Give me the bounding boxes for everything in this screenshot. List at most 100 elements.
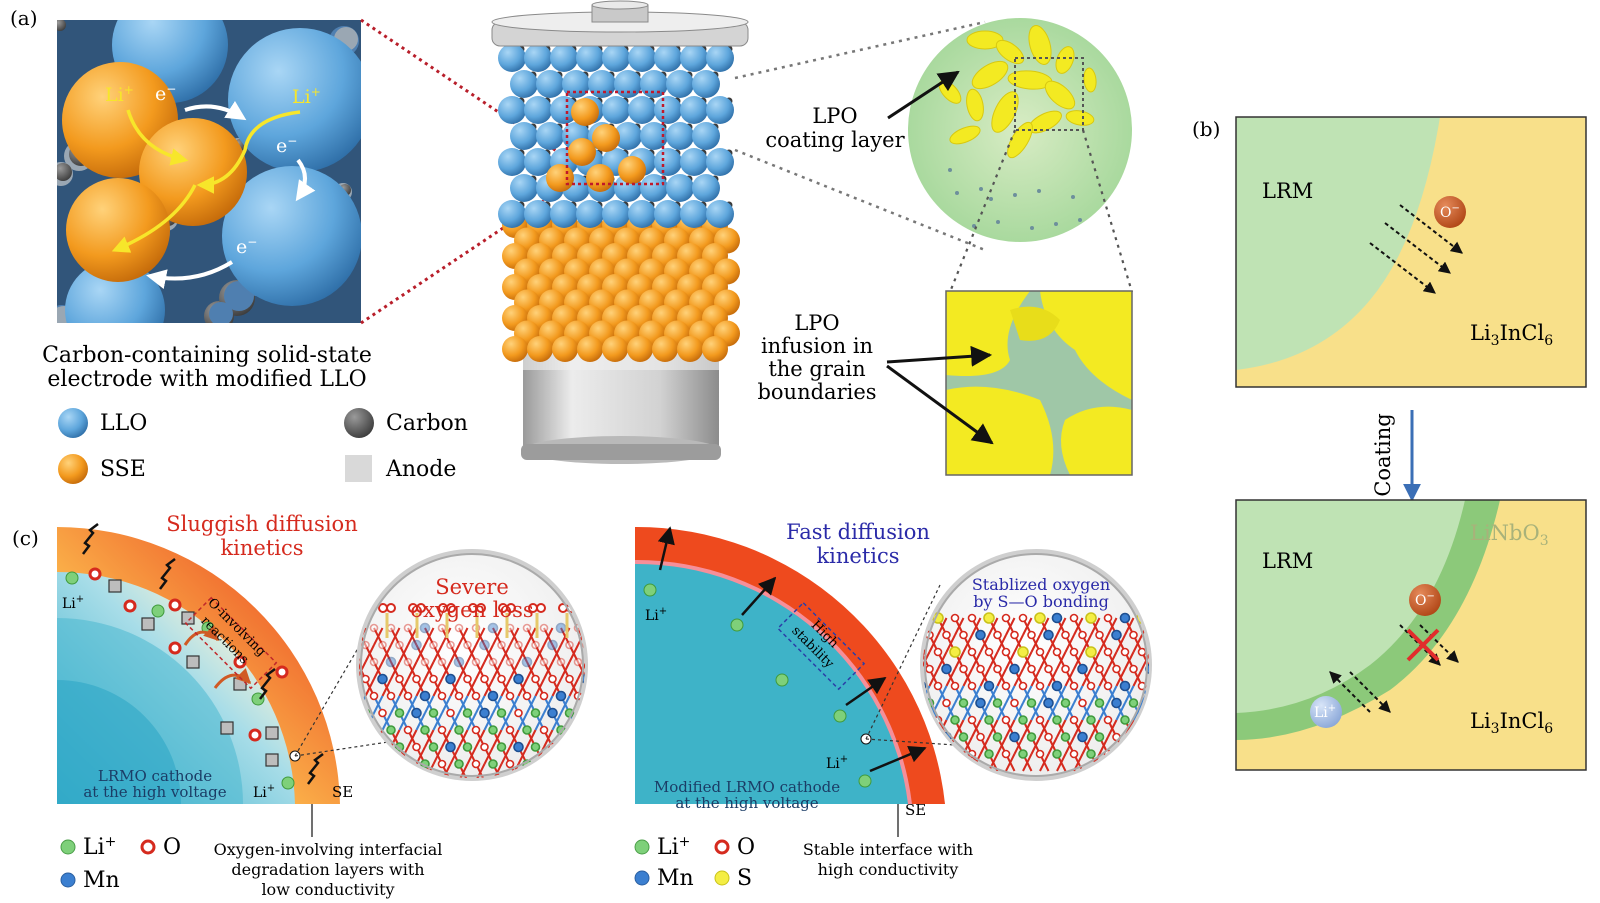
lattice-bond xyxy=(517,678,528,697)
llo-particle xyxy=(614,70,642,98)
lattice-bond xyxy=(1124,753,1135,772)
lattice-atom xyxy=(573,759,583,769)
li-ion-path xyxy=(111,184,197,253)
lattice-atom xyxy=(480,674,489,684)
legend-li-icon xyxy=(60,839,76,855)
lpo-coating-label-line2: coating layer xyxy=(765,128,905,152)
llo-particle xyxy=(666,122,694,150)
legend-o-label: O xyxy=(737,835,755,860)
lattice-atom xyxy=(428,708,439,718)
svg-text:O−: O− xyxy=(1440,203,1460,221)
lattice-atom xyxy=(437,657,447,667)
lattice-bond xyxy=(979,634,990,653)
lattice-bond xyxy=(1073,617,1084,636)
sse-particle xyxy=(618,156,646,184)
lattice-bond xyxy=(962,634,973,653)
lattice-bond xyxy=(492,729,503,748)
lattice-bond xyxy=(996,634,1007,653)
lattice-bond xyxy=(449,746,460,765)
lattice-bond xyxy=(1013,668,1024,687)
li-sup: + xyxy=(659,606,667,617)
llo-particle xyxy=(550,96,578,124)
lattice-atom xyxy=(950,613,960,623)
oxygen-ion-sup: − xyxy=(1426,591,1434,602)
sse-particle xyxy=(677,336,703,362)
sse-particle xyxy=(571,98,599,126)
lattice-atom xyxy=(471,759,481,769)
li-transport-arrow xyxy=(1329,671,1371,713)
lattice-atom xyxy=(976,732,985,742)
grain-dot xyxy=(1030,226,1034,230)
o-atom xyxy=(88,567,102,581)
llo-particle xyxy=(524,44,552,72)
lattice-atom xyxy=(950,715,960,725)
lattice-bond xyxy=(1115,634,1126,653)
lattice-atom xyxy=(993,630,1002,640)
llo-particle xyxy=(654,96,682,124)
lattice-atom xyxy=(1129,630,1138,640)
lattice-atom xyxy=(522,691,532,701)
lattice-atom xyxy=(463,640,472,650)
vacancy-square xyxy=(141,617,155,631)
svg-text:Li3InCl6: Li3InCl6 xyxy=(1470,321,1553,349)
lattice-atom xyxy=(488,657,498,667)
lpo-infusion-label-line2: infusion in xyxy=(761,334,873,358)
lpo-infusion-label-line3: the grain xyxy=(768,357,865,381)
lattice-bond xyxy=(1047,634,1058,653)
lattice-bond xyxy=(359,729,367,748)
zoom-e-sup: − xyxy=(247,235,257,249)
svg-text:LiNbO3: LiNbO3 xyxy=(1470,521,1549,549)
reaction-arrow xyxy=(183,625,220,646)
legend-llo-label: LLO xyxy=(100,411,147,436)
lattice-atom xyxy=(958,698,969,708)
lattice-bond xyxy=(1107,753,1118,772)
lattice-atom xyxy=(386,725,396,735)
lattice-atom xyxy=(403,623,413,633)
llo-particle xyxy=(654,148,682,176)
o-atom xyxy=(275,665,289,679)
lattice-bond xyxy=(577,763,585,778)
lattice-atom xyxy=(1052,647,1062,657)
sluggish-title-line1: Sluggish diffusion xyxy=(166,512,357,536)
coating-arrow-label: Coating xyxy=(1371,413,1395,496)
lattice-bond xyxy=(979,668,990,687)
lattice-bond xyxy=(979,736,990,755)
lattice-atom xyxy=(1035,681,1045,691)
lattice-atom xyxy=(1051,612,1063,624)
released-oxygen xyxy=(506,603,516,613)
svg-text:e−: e− xyxy=(155,82,176,105)
lattice-bond xyxy=(988,651,999,670)
lattice-bond xyxy=(1090,685,1101,704)
lattice-bond xyxy=(551,746,562,765)
cathode-label-line2: at the high voltage xyxy=(675,794,818,812)
lattice-bond xyxy=(971,651,982,670)
llo-particle xyxy=(550,44,578,72)
lattice-bond xyxy=(1039,753,1050,772)
lattice-atom xyxy=(1051,680,1063,692)
lattice-bond xyxy=(1073,719,1084,738)
llo-particle xyxy=(640,174,668,202)
lattice-atom xyxy=(539,759,549,769)
grain-dot xyxy=(1013,193,1017,197)
llo-particle xyxy=(666,70,694,98)
lattice-bond xyxy=(560,763,571,778)
lattice-atom xyxy=(1034,612,1046,624)
lattice-atom xyxy=(412,742,421,752)
background-particle xyxy=(57,163,72,181)
llo-particle xyxy=(680,200,708,228)
lattice-bond xyxy=(551,746,562,765)
lattice-bond xyxy=(432,712,443,731)
lattice-bond xyxy=(534,712,545,731)
lattice-bond xyxy=(359,763,367,778)
lattice-bond xyxy=(432,746,443,765)
oxygen-ion-label: O xyxy=(1415,593,1426,609)
fast-li-arrow xyxy=(741,576,777,616)
infusion-pointer-arrow xyxy=(886,364,994,445)
lattice-bond xyxy=(381,746,392,765)
lattice-atom xyxy=(496,742,507,752)
zoom-e-sup: − xyxy=(166,82,176,96)
lattice-atom xyxy=(505,657,515,667)
panel-label-c: (c) xyxy=(12,526,39,550)
blocked-x-icon xyxy=(1406,628,1440,662)
lattice-atom xyxy=(505,691,515,701)
